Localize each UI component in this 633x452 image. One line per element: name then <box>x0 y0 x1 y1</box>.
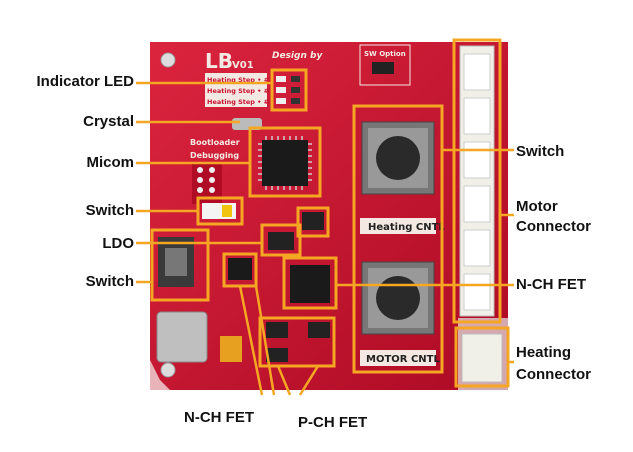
fet-left-part <box>228 258 252 280</box>
label-switch-left: Switch <box>85 202 134 219</box>
box-tact-switches <box>352 104 444 374</box>
led-res-2 <box>291 87 300 93</box>
design-by: Design by <box>272 51 323 61</box>
tantalum-cap <box>220 336 242 362</box>
cap-part <box>302 212 324 230</box>
motor-cntl-plate <box>360 350 436 366</box>
box-heating-connector <box>454 326 510 388</box>
box-cap <box>296 206 330 238</box>
label-heating-connector-1: Heating <box>516 344 572 361</box>
box-motor-connectors <box>452 38 502 324</box>
box-fet-bottom <box>258 316 336 368</box>
label-motor-connector-2: Connector <box>516 218 591 235</box>
board-title: LB <box>205 49 233 73</box>
led-2 <box>276 87 286 93</box>
mounting-hole <box>160 52 176 68</box>
label-indicator-led: Indicator LED <box>36 73 134 90</box>
label-heating-connector-2: Connector <box>516 366 591 383</box>
heating-switch-button <box>376 136 420 180</box>
led-res-1 <box>291 98 300 104</box>
label-switch-right: Switch <box>516 143 565 160</box>
micom-pins <box>258 136 312 190</box>
label-pch-fet-bottom: P-CH FET <box>298 414 368 431</box>
led-res-3 <box>291 76 300 82</box>
heating-step-2: Heating Step • #2 <box>207 87 274 95</box>
mounting-hole <box>160 362 176 378</box>
motor-switch-button <box>376 276 420 320</box>
heating-step-3: Heating Step • #3 <box>207 76 274 84</box>
bootloader-label: Bootloader <box>190 138 240 147</box>
fet-bottom-1 <box>266 322 288 338</box>
micom-chip <box>262 140 308 186</box>
label-motor-connector-1: Motor <box>516 198 558 215</box>
label-micom: Micom <box>86 154 134 171</box>
sw-option-label: SW Option <box>364 50 406 58</box>
label-crystal: Crystal <box>83 113 134 130</box>
ldo-chip <box>268 232 294 250</box>
heating-step-1: Heating Step • #1 <box>207 98 274 106</box>
led-3 <box>276 76 286 82</box>
box-fet-center <box>282 256 338 310</box>
box-ldo <box>260 223 302 257</box>
motor-cntl-label: MOTOR CNTL <box>366 354 440 365</box>
debugging-label: Debugging <box>190 151 239 160</box>
fet-bottom-3 <box>266 348 288 362</box>
label-nch-fet-right: N-CH FET <box>516 276 586 293</box>
power-switch-slot <box>165 248 187 276</box>
pointer-lines <box>136 81 514 396</box>
box-indicator-led <box>270 68 308 112</box>
label-nch-fet-bottom: N-CH FET <box>184 409 254 426</box>
usb-c-port <box>156 311 208 363</box>
box-power-switch <box>150 228 210 302</box>
heating-step-bar <box>205 73 267 107</box>
sw-option-box <box>359 44 411 86</box>
label-ldo: LDO <box>102 235 134 252</box>
heating-cntl-plate <box>360 218 436 234</box>
led-1 <box>276 98 286 104</box>
fet-bottom-2 <box>308 322 330 338</box>
board-version: V01 <box>232 60 254 71</box>
heating-cntl-label: Heating CNTL <box>368 222 445 233</box>
motor-connectors <box>459 45 495 317</box>
fet-center-part <box>290 265 330 303</box>
dip-switch <box>372 62 394 74</box>
label-switch-left-lower: Switch <box>85 273 134 290</box>
heating-connector-part <box>461 333 503 383</box>
slide-switch-knob <box>222 205 232 217</box>
